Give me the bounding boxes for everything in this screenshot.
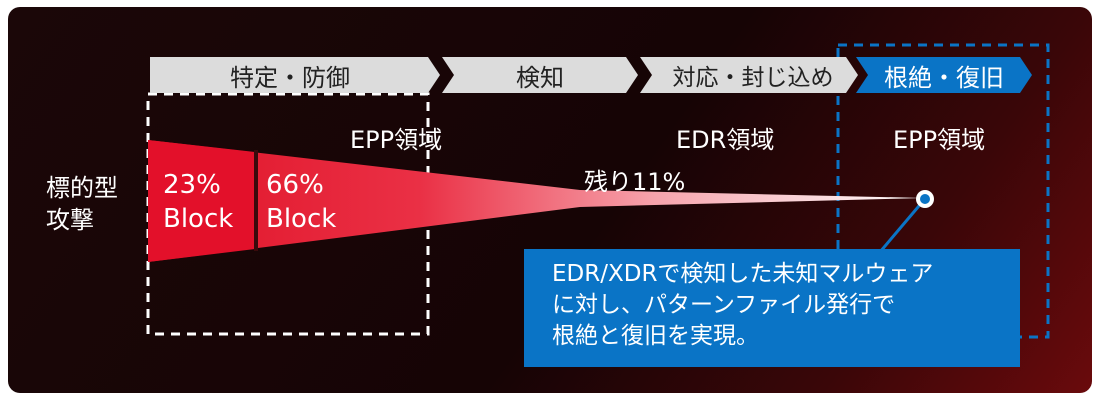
block-23-label: 23% Block (163, 168, 233, 236)
block-66-label: 66% Block (266, 168, 336, 236)
phase-identify-protect: 特定・防御 (150, 57, 440, 93)
block-23-segment (148, 140, 255, 262)
callout-line2: に対し、パターンファイル発行で (552, 292, 896, 318)
targeted-attack-label: 標的型 攻撃 (46, 172, 146, 236)
remaining-label: 残り11% (584, 168, 686, 196)
targeted-attack-line1: 標的型 (46, 174, 118, 202)
targeted-attack-line2: 攻撃 (46, 206, 94, 234)
region-label-epp-left: EPP領域 (350, 126, 443, 154)
phase-respond-contain: 対応・封じ込め (640, 57, 858, 93)
block-66-text: Block (266, 204, 337, 234)
callout-connector (878, 199, 926, 253)
phase-eradicate-recover: 根絶・復旧 (856, 57, 1032, 93)
epp-region-box-right (836, 43, 1050, 339)
callout-box: EDR/XDRで検知した未知マルウェア に対し、パターンファイル発行で 根絶と復… (524, 249, 1020, 367)
block-66-percent: 66% (266, 170, 324, 200)
callout-line1: EDR/XDRで検知した未知マルウェア (552, 261, 934, 287)
attack-funnel (148, 140, 924, 262)
region-label-epp-right: EPP領域 (893, 126, 986, 154)
phase-detect: 検知 (442, 57, 638, 93)
region-label-edr: EDR領域 (676, 126, 775, 154)
block-23-text: Block (163, 204, 234, 234)
callout-line3: 根絶と復旧を実現。 (552, 323, 759, 349)
block-23-percent: 23% (163, 170, 221, 200)
remaining-point-core (920, 194, 930, 204)
